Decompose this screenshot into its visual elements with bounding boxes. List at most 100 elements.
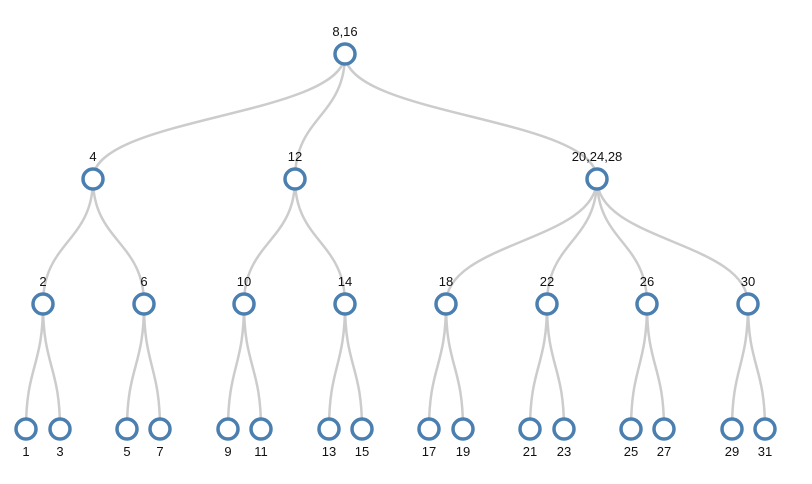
tree-node: 23 <box>552 417 576 459</box>
tree-node: 30 <box>736 274 760 316</box>
tree-link <box>327 303 347 430</box>
node-label: 31 <box>758 444 772 459</box>
node-label: 26 <box>640 274 654 289</box>
tree-node: 1 <box>14 417 38 459</box>
node-circle <box>736 292 760 316</box>
node-label: 25 <box>624 444 638 459</box>
tree-node: 26 <box>635 274 659 316</box>
tree-node: 29 <box>720 417 744 459</box>
tree-link <box>427 303 448 430</box>
tree-link <box>528 303 549 430</box>
node-label: 17 <box>422 444 436 459</box>
node-label: 7 <box>156 444 163 459</box>
node-circle <box>753 417 777 441</box>
tree-link <box>343 53 599 180</box>
node-label: 19 <box>456 444 470 459</box>
node-circle <box>518 417 542 441</box>
node-circle <box>81 167 105 191</box>
tree-link <box>125 303 146 430</box>
node-label: 12 <box>288 149 302 164</box>
node-label: 29 <box>725 444 739 459</box>
tree-node: 15 <box>350 417 374 459</box>
tree-link <box>343 303 364 430</box>
node-circle <box>249 417 273 441</box>
node-label: 15 <box>355 444 369 459</box>
tree-link <box>444 303 465 430</box>
tree-link <box>91 53 347 180</box>
tree-link <box>545 303 566 430</box>
tree-link <box>24 303 45 430</box>
tree-link <box>645 303 666 430</box>
tree-node: 5 <box>115 417 139 459</box>
node-circle <box>619 417 643 441</box>
tree-link <box>293 178 347 305</box>
node-circle <box>132 292 156 316</box>
tree-node: 22 <box>535 274 559 316</box>
tree-node: 25 <box>619 417 643 459</box>
node-label: 23 <box>557 444 571 459</box>
node-label: 18 <box>439 274 453 289</box>
node-circle <box>434 292 458 316</box>
node-label: 6 <box>140 274 147 289</box>
tree-node: 31 <box>753 417 777 459</box>
node-label: 11 <box>254 444 268 459</box>
tree-node: 4 <box>81 149 105 191</box>
tree-link <box>545 178 599 305</box>
node-label: 30 <box>741 274 755 289</box>
node-label: 27 <box>657 444 671 459</box>
node-circle <box>535 292 559 316</box>
node-label: 4 <box>89 149 96 164</box>
node-circle <box>720 417 744 441</box>
tree-link <box>142 303 162 430</box>
node-circle <box>48 417 72 441</box>
tree-node: 14 <box>333 274 357 316</box>
node-label: 20,24,28 <box>572 149 623 164</box>
tree-node: 21 <box>518 417 542 459</box>
tree-link <box>595 178 649 305</box>
node-label: 2 <box>39 274 46 289</box>
node-label: 1 <box>22 444 29 459</box>
tree-node: 18 <box>434 274 458 316</box>
tree-node: 2 <box>31 274 55 316</box>
node-label: 21 <box>523 444 537 459</box>
tree-node: 17 <box>417 417 441 459</box>
tree-node: 20,24,28 <box>572 149 623 191</box>
tree-link <box>730 303 750 430</box>
tree-node: 19 <box>451 417 475 459</box>
node-circle <box>635 292 659 316</box>
node-label: 22 <box>540 274 554 289</box>
node-circle <box>216 417 240 441</box>
tree-link <box>242 303 263 430</box>
tree-link <box>595 178 750 305</box>
node-circle <box>283 167 307 191</box>
node-label: 14 <box>338 274 352 289</box>
tree-link <box>629 303 649 430</box>
node-label: 3 <box>56 444 63 459</box>
tree-link <box>41 303 62 430</box>
tree-node: 7 <box>148 417 172 459</box>
node-circle <box>232 292 256 316</box>
node-circle <box>652 417 676 441</box>
node-label: 9 <box>224 444 231 459</box>
node-circle <box>333 42 357 66</box>
tree-node: 3 <box>48 417 72 459</box>
tree-node: 9 <box>216 417 240 459</box>
tree-node: 27 <box>652 417 676 459</box>
tree-node: 6 <box>132 274 156 316</box>
node-circle <box>585 167 609 191</box>
node-circle <box>148 417 172 441</box>
node-circle <box>31 292 55 316</box>
node-circle <box>552 417 576 441</box>
node-label: 13 <box>322 444 336 459</box>
links-layer <box>24 53 767 430</box>
node-circle <box>350 417 374 441</box>
tree-link <box>444 178 599 305</box>
node-label: 10 <box>237 274 251 289</box>
node-circle <box>451 417 475 441</box>
tree-link <box>226 303 246 430</box>
node-circle <box>115 417 139 441</box>
node-circle <box>333 292 357 316</box>
tree-node: 10 <box>232 274 256 316</box>
node-label: 5 <box>123 444 130 459</box>
node-circle <box>14 417 38 441</box>
